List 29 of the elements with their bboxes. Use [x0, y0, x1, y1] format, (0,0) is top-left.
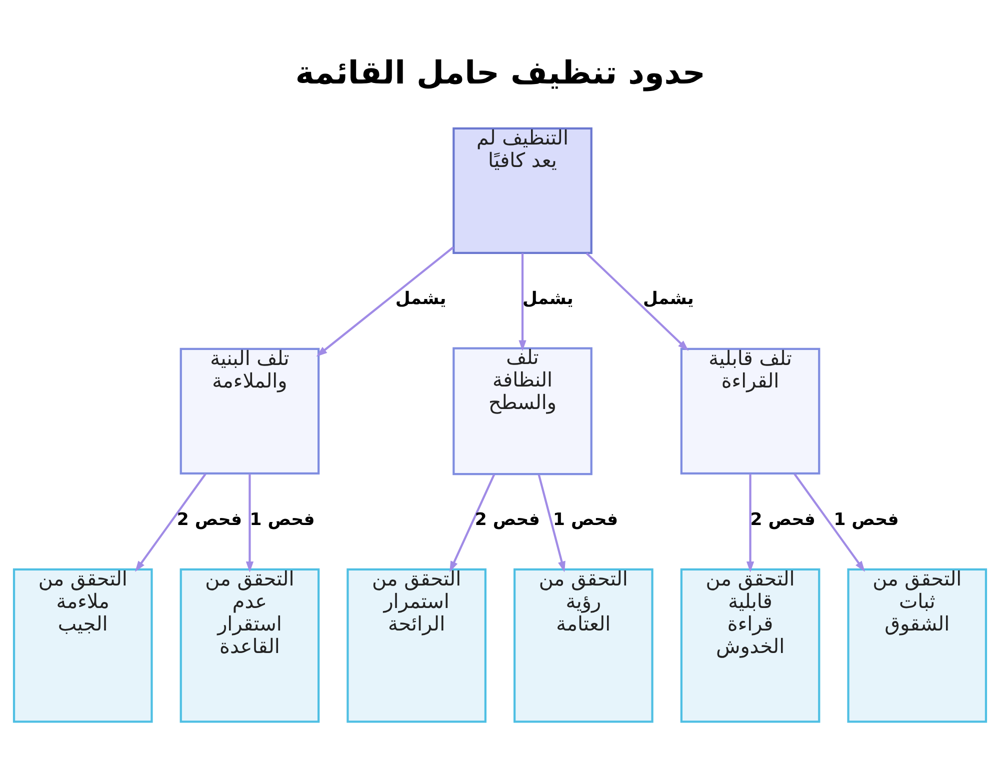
arrow	[794, 472, 865, 572]
edge-label: يشمل	[643, 288, 694, 308]
arrow	[316, 246, 454, 356]
node-box: التحقق من عدم استقرار القاعدة	[180, 568, 320, 722]
edge-label: فحص 2	[750, 509, 816, 530]
edge-label: فحص 1	[834, 509, 899, 530]
node-box: التنظيف لم يعد كافيًا	[452, 126, 592, 254]
node-box: التحقق من ثبات الشقوق	[847, 568, 988, 722]
edge-label: فحص 1	[250, 509, 315, 530]
arrow	[450, 474, 496, 572]
node-box: تلف النظافة والسطح	[452, 346, 592, 475]
edge-label: يشمل	[395, 288, 446, 308]
edge-label: يشمل	[522, 288, 574, 308]
node-box: التحقق من ملاءمة الجيب	[12, 568, 153, 722]
node-box: التحقق من قابلية قراءة الخدوش	[680, 568, 820, 722]
node-box: تلف قابلية القراءة	[680, 347, 820, 474]
edge-label: فحص 2	[176, 509, 242, 530]
arrow	[135, 472, 206, 572]
node-box: التحقق من رؤية العتامة	[514, 568, 654, 722]
node-box: التحقق من استمرار الرائحة	[346, 568, 486, 722]
edge-label: فحص 2	[474, 509, 540, 530]
arrow	[518, 252, 526, 351]
arrow	[246, 474, 254, 572]
arrow	[586, 252, 689, 350]
edge-label: فحص 1	[552, 509, 618, 530]
arrow	[746, 474, 754, 572]
arrow	[538, 474, 566, 572]
node-box: تلف البنية والملاءمة	[180, 347, 320, 474]
diagram-title: حدود تنظيف حامل القائمة	[295, 55, 706, 92]
